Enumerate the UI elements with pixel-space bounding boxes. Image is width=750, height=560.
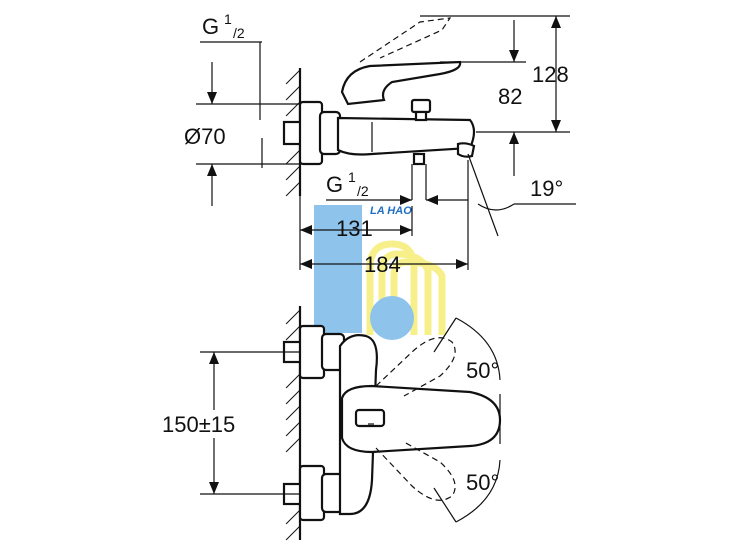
dim-height-128: 128	[532, 62, 569, 87]
watermark-blue-bar	[314, 205, 362, 333]
dim-height-82: 82	[498, 84, 522, 109]
dim-depth-131: 131	[336, 216, 373, 241]
svg-text:1: 1	[348, 169, 356, 185]
side-elevation: G 1 /2 Ø70 82 128 G 1 /2	[184, 11, 576, 277]
dim-outlet-thread: G 1 /2	[326, 169, 369, 199]
dim-depth-184: 184	[364, 252, 401, 277]
front-elevation: 50° 50° 150±15	[162, 306, 502, 541]
dim-centers: 150±15	[162, 412, 235, 437]
dim-diameter: Ø70	[184, 124, 226, 149]
watermark-logo: LA HAO	[314, 205, 446, 340]
watermark-text: LA HAO	[370, 205, 412, 217]
dim-angle-lever-up: 50°	[466, 358, 499, 383]
svg-text:/2: /2	[357, 183, 369, 199]
dim-angle-spout: 19°	[530, 176, 563, 201]
wall-hatching-bottom	[285, 309, 301, 541]
svg-text:/2: /2	[233, 25, 245, 41]
svg-text:G: G	[202, 14, 219, 39]
svg-text:1: 1	[224, 11, 232, 27]
watermark-blue-circle	[370, 296, 414, 340]
dim-angle-lever-down: 50°	[466, 470, 499, 495]
dim-inlet-thread-top: G 1 /2	[202, 11, 245, 41]
svg-text:G: G	[326, 172, 343, 197]
